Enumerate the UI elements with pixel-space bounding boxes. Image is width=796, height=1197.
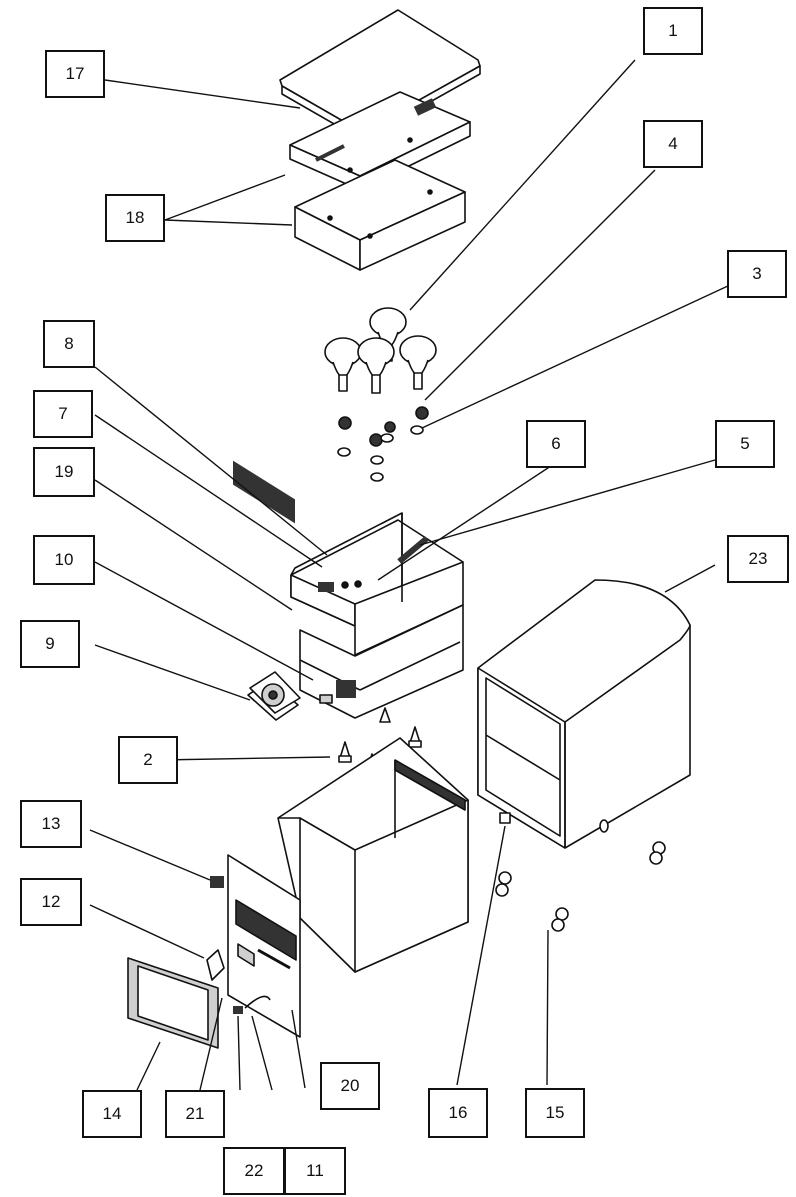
callout-label-17: 17 xyxy=(45,50,105,98)
base-plate-part xyxy=(294,159,466,271)
housing-lower-part xyxy=(299,604,464,719)
callout-label-4: 4 xyxy=(643,120,703,168)
bulb-assembly-part xyxy=(324,307,437,394)
callout-label-21: 21 xyxy=(165,1090,225,1138)
caster-part xyxy=(495,841,666,932)
housing-upper-part xyxy=(290,512,464,656)
fan-part xyxy=(247,671,301,721)
callout-label-19: 19 xyxy=(33,447,95,497)
callout-label-6: 6 xyxy=(526,420,586,468)
front-panel-part xyxy=(206,460,301,1038)
callout-label-18: 18 xyxy=(105,194,165,242)
leader-lines xyxy=(89,59,731,1091)
callout-label-2: 2 xyxy=(118,736,178,784)
top-plate-part xyxy=(289,91,471,191)
callout-label-11: 11 xyxy=(284,1147,346,1195)
outer-cabinet-part xyxy=(477,579,691,849)
callout-label-10: 10 xyxy=(33,535,95,585)
callout-label-13: 13 xyxy=(20,800,82,848)
callout-label-22: 22 xyxy=(223,1147,285,1195)
cabinet-shell-part xyxy=(277,737,469,973)
callout-label-3: 3 xyxy=(727,250,787,298)
callout-label-7: 7 xyxy=(33,390,93,438)
callout-label-1: 1 xyxy=(643,7,703,55)
callout-label-8: 8 xyxy=(43,320,95,368)
callout-label-23: 23 xyxy=(727,535,789,583)
callout-label-12: 12 xyxy=(20,878,82,926)
ring-part xyxy=(337,425,424,482)
callout-label-15: 15 xyxy=(525,1088,585,1138)
bezel-part xyxy=(127,957,219,1049)
callout-label-9: 9 xyxy=(20,620,80,668)
callout-label-16: 16 xyxy=(428,1088,488,1138)
callout-label-14: 14 xyxy=(82,1090,142,1138)
callout-label-20: 20 xyxy=(320,1062,380,1110)
socket-part xyxy=(338,406,429,447)
callout-label-5: 5 xyxy=(715,420,775,468)
